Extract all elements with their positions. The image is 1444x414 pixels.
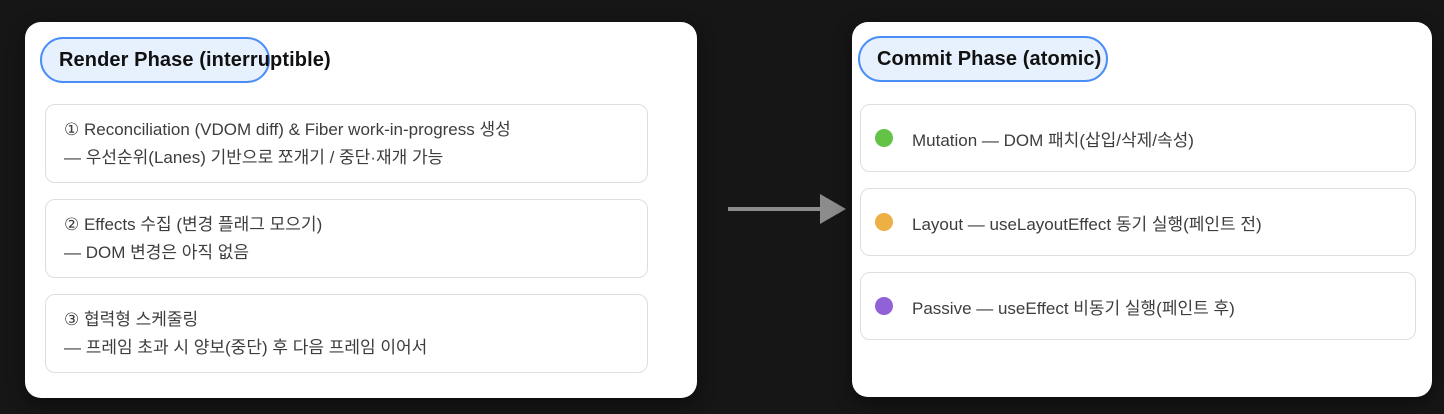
render-phase-title: Render Phase (interruptible) [59,48,331,71]
commit-step-label: Mutation — DOM 패치(삽입/삭제/속성) [912,130,1194,150]
layout-dot-icon [875,213,893,231]
step-text-line: ③ 협력형 스케줄링 [64,309,199,329]
commit-step-label: Layout — useLayoutEffect 동기 실행(페인트 전) [912,214,1262,234]
arrow-head-icon [820,194,846,224]
commit-phase-panel: Commit Phase (atomic) Mutation — DOM 패치(… [852,22,1432,397]
arrow-line [728,207,820,211]
step-text-line: ① Reconciliation (VDOM diff) & Fiber wor… [64,119,511,139]
step-text-line: — 우선순위(Lanes) 기반으로 쪼개기 / 중단·재개 가능 [64,147,444,167]
render-steps-list: ① Reconciliation (VDOM diff) & Fiber wor… [45,104,648,373]
flow-arrow [728,194,846,224]
passive-dot-icon [875,297,893,315]
commit-step-layout: Layout — useLayoutEffect 동기 실행(페인트 전) [860,188,1416,256]
commit-steps-list: Mutation — DOM 패치(삽입/삭제/속성) Layout — use… [860,104,1416,340]
step-text-line: — 프레임 초과 시 양보(중단) 후 다음 프레임 이어서 [64,337,428,357]
render-step-reconciliation: ① Reconciliation (VDOM diff) & Fiber wor… [45,104,648,183]
render-phase-title-pill: Render Phase (interruptible) [40,37,331,83]
commit-phase-title: Commit Phase (atomic) [877,47,1102,70]
render-phase-panel: Render Phase (interruptible) ① Reconcili… [25,22,697,398]
commit-phase-title-pill: Commit Phase (atomic) [858,36,1108,82]
mutation-dot-icon [875,129,893,147]
render-step-effects: ② Effects 수집 (변경 플래그 모으기) — DOM 변경은 아직 없… [45,199,648,278]
commit-step-mutation: Mutation — DOM 패치(삽입/삭제/속성) [860,104,1416,172]
step-text-line: ② Effects 수집 (변경 플래그 모으기) [64,214,323,234]
render-step-scheduling: ③ 협력형 스케줄링 — 프레임 초과 시 양보(중단) 후 다음 프레임 이어… [45,294,648,373]
step-text-line: — DOM 변경은 아직 없음 [64,242,250,262]
commit-step-label: Passive — useEffect 비동기 실행(페인트 후) [912,298,1235,318]
commit-step-passive: Passive — useEffect 비동기 실행(페인트 후) [860,272,1416,340]
